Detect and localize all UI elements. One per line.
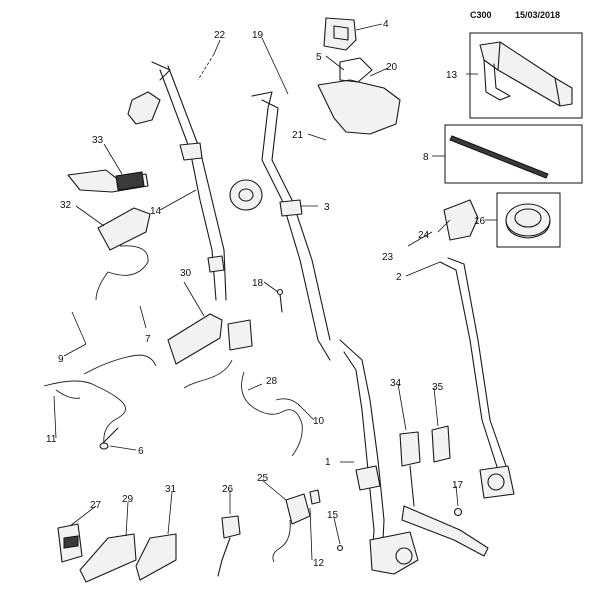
callout-1: 1 bbox=[325, 457, 331, 468]
callout-23: 23 bbox=[382, 252, 394, 263]
buckle-part-29 bbox=[79, 533, 137, 583]
callout-18: 18 bbox=[252, 278, 264, 289]
callout-25: 25 bbox=[257, 473, 269, 484]
buckle-part-35 bbox=[431, 425, 451, 463]
callout-13: 13 bbox=[446, 70, 458, 81]
callout-5: 5 bbox=[316, 52, 322, 63]
buckle-part-25 bbox=[272, 489, 321, 563]
buckle-part-31 bbox=[135, 533, 177, 581]
belt-webbing-part-14 bbox=[159, 65, 227, 301]
callout-32: 32 bbox=[60, 200, 72, 211]
callout-4: 4 bbox=[383, 19, 389, 30]
callout-29: 29 bbox=[122, 494, 134, 505]
callout-21: 21 bbox=[292, 130, 304, 141]
buckle-part-32 bbox=[95, 207, 151, 301]
callout-15: 15 bbox=[327, 510, 339, 521]
callout-10: 10 bbox=[313, 416, 325, 427]
callout-22: 22 bbox=[214, 30, 226, 41]
inset-box-8 bbox=[444, 124, 583, 184]
callout-26: 26 bbox=[222, 484, 234, 495]
clip-part-6 bbox=[99, 427, 119, 450]
inset-box-13 bbox=[469, 32, 583, 119]
callout-6: 6 bbox=[138, 446, 144, 457]
callout-30: 30 bbox=[180, 268, 192, 279]
belt-assembly-part-3 bbox=[229, 91, 331, 361]
callout-11: 11 bbox=[46, 434, 57, 445]
callout-35: 35 bbox=[432, 382, 444, 393]
height-adjuster-part-4 bbox=[323, 17, 357, 51]
buckle-part-27 bbox=[57, 523, 83, 563]
bolt-part-17 bbox=[453, 507, 463, 517]
diagram-code: C300 bbox=[470, 10, 492, 20]
buckle-part-33 bbox=[67, 169, 149, 193]
retractor-upper-part-22 bbox=[127, 61, 171, 125]
callout-9: 9 bbox=[58, 354, 64, 365]
diagram-date: 15/03/2018 bbox=[515, 10, 561, 20]
callout-3: 3 bbox=[324, 202, 330, 213]
callout-20: 20 bbox=[386, 62, 398, 73]
callout-27: 27 bbox=[90, 500, 102, 511]
callout-34: 34 bbox=[390, 378, 402, 389]
mount-bracket-part-20 bbox=[317, 57, 401, 135]
bolt-part-18 bbox=[276, 288, 284, 313]
callout-labels: 1 2 3 4 5 6 7 8 9 10 11 12 13 14 15 16 1… bbox=[46, 19, 486, 569]
callout-31: 31 bbox=[165, 484, 177, 495]
callout-19: 19 bbox=[252, 30, 264, 41]
wiring-harness-part-11 bbox=[43, 354, 157, 445]
inset-box-16 bbox=[496, 192, 561, 248]
callout-12: 12 bbox=[313, 558, 325, 569]
buckle-part-34 bbox=[399, 431, 489, 557]
callout-16: 16 bbox=[474, 216, 486, 227]
callout-14: 14 bbox=[150, 206, 162, 217]
callout-33: 33 bbox=[92, 135, 104, 146]
callout-17: 17 bbox=[452, 480, 464, 491]
belt-assembly-part-2 bbox=[439, 199, 515, 499]
leader-lines bbox=[53, 23, 497, 561]
callout-28: 28 bbox=[266, 376, 278, 387]
buckle-part-30 bbox=[167, 313, 253, 389]
callout-8: 8 bbox=[423, 152, 429, 163]
belt-assembly-part-1 bbox=[339, 339, 419, 575]
callout-7: 7 bbox=[145, 334, 151, 345]
buckle-part-26 bbox=[217, 515, 241, 577]
bolt-part-15 bbox=[336, 544, 344, 552]
callout-2: 2 bbox=[396, 272, 402, 283]
callout-24: 24 bbox=[418, 230, 430, 241]
